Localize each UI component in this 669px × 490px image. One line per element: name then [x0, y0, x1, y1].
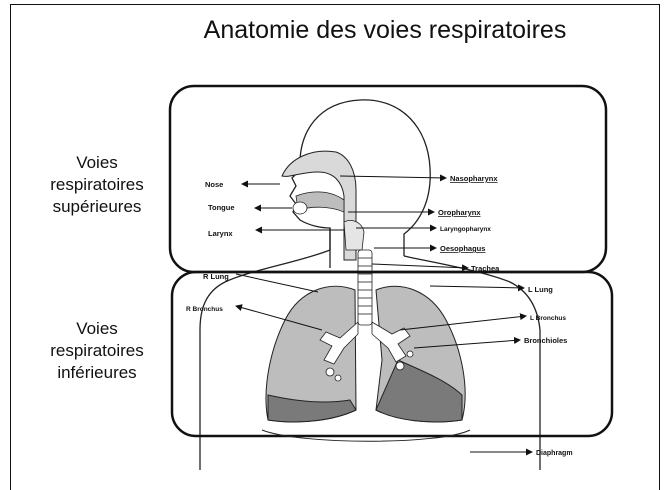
upper-airway — [282, 151, 364, 260]
label-r-bronchus: R Bronchus — [186, 306, 223, 313]
label-diaphragm: Diaphragm — [536, 450, 573, 457]
label-larynx: Larynx — [208, 229, 233, 238]
label-l-lung: L Lung — [528, 285, 553, 294]
trachea — [358, 250, 372, 325]
label-oesophagus: Oesophagus — [440, 244, 485, 253]
l-lung-pointer — [430, 286, 524, 288]
r-lung-pointer — [236, 274, 318, 292]
larynx-shape — [344, 220, 364, 250]
label-tongue: Tongue — [208, 203, 235, 212]
label-nasopharynx: Nasopharynx — [450, 174, 498, 183]
head-outline — [300, 100, 430, 256]
label-l-bronchus: L Bronchus — [530, 315, 566, 322]
label-bronchioles: Bronchioles — [524, 336, 567, 345]
label-oropharynx: Oropharynx — [438, 208, 481, 217]
label-laryngopharynx: Laryngopharynx — [440, 226, 491, 233]
tongue-shape — [293, 202, 307, 214]
label-r-lung: R Lung — [203, 272, 229, 281]
upper-tract-box — [170, 86, 606, 272]
left-lung — [376, 286, 465, 422]
label-nose: Nose — [205, 180, 223, 189]
label-trachea: Trachea — [471, 264, 500, 273]
right-lung — [266, 286, 356, 422]
